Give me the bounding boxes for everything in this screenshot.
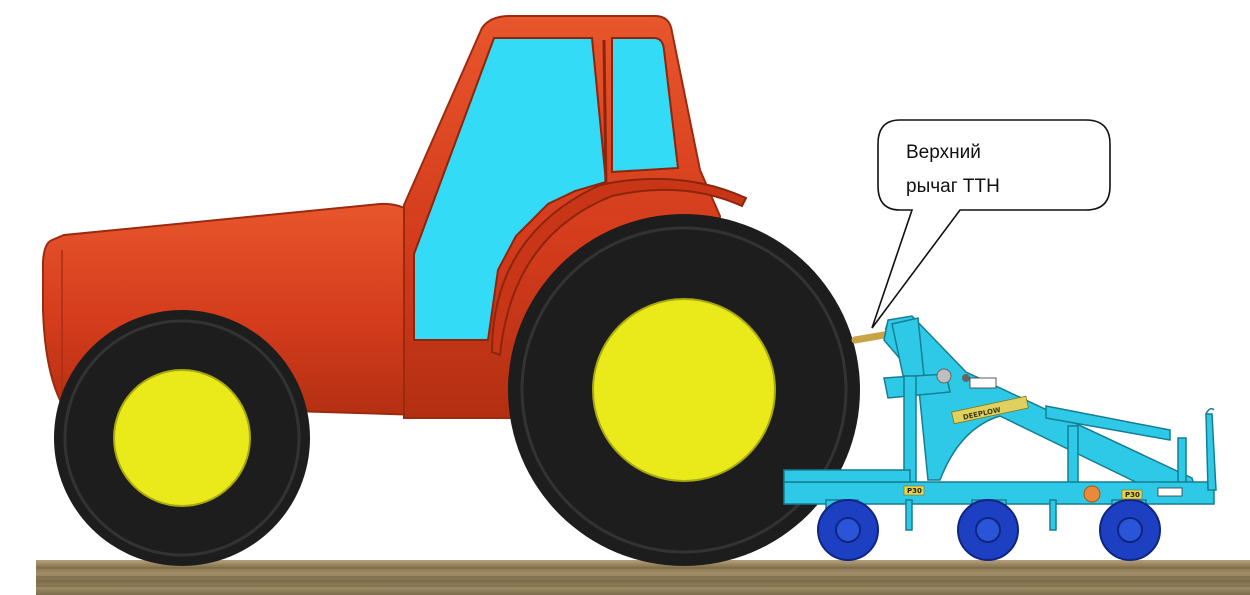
gauge-wheel-3 bbox=[1100, 500, 1160, 560]
ground-strip bbox=[36, 560, 1250, 595]
front-wheel bbox=[54, 310, 310, 566]
implement-gauge-wheels bbox=[818, 500, 1160, 560]
front-rim bbox=[114, 370, 250, 506]
decal-tag-a: P30 bbox=[907, 487, 922, 495]
callout-line-2: рычаг ТТН bbox=[906, 176, 1000, 197]
callout-line-1: Верхний bbox=[906, 142, 981, 163]
rear-rim bbox=[593, 299, 775, 481]
rear-wheel bbox=[508, 214, 860, 566]
gauge-wheel-2 bbox=[958, 500, 1018, 560]
tractor bbox=[43, 16, 894, 566]
callout-bubble: Верхний рычаг ТТН bbox=[872, 120, 1110, 328]
gauge-wheel-1 bbox=[818, 500, 878, 560]
decal-tag-b: P30 bbox=[1125, 491, 1140, 499]
implement-a-frame bbox=[884, 316, 1196, 492]
